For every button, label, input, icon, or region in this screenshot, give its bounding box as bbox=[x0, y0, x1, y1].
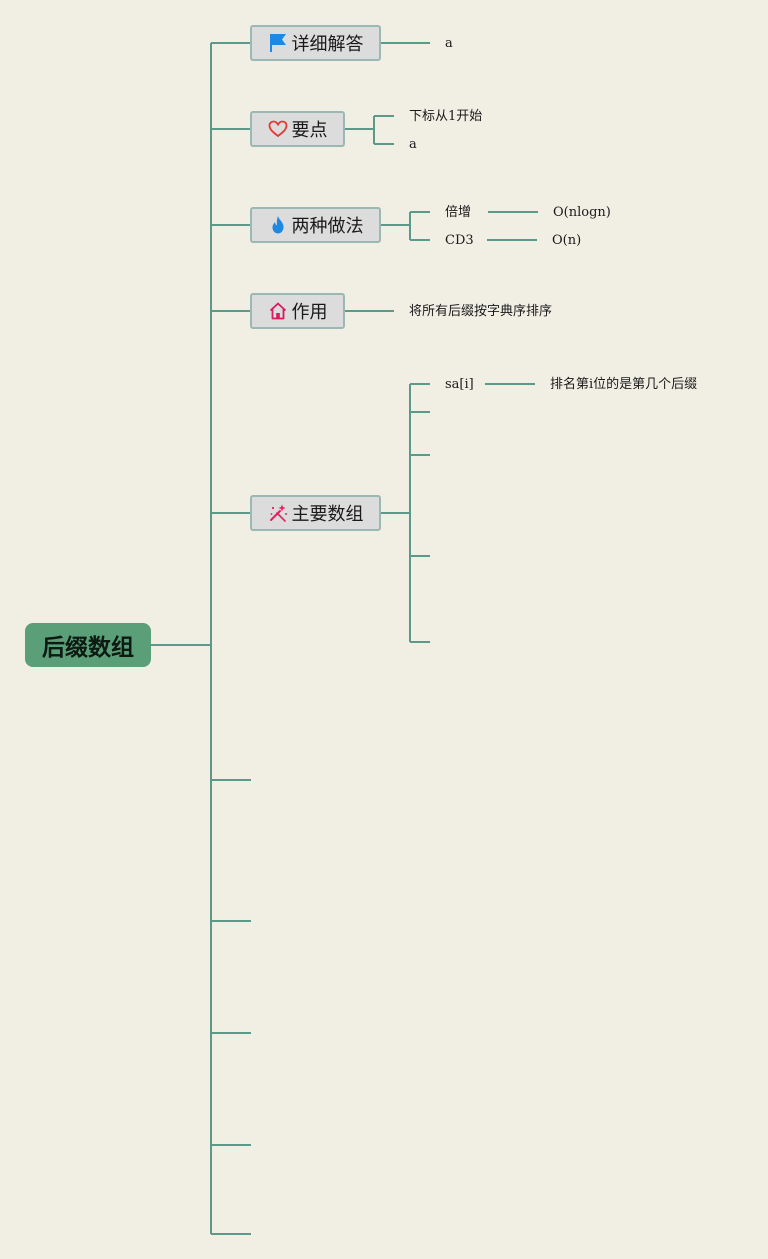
branch-node-label: 作用 bbox=[291, 302, 328, 323]
heart-icon bbox=[268, 120, 287, 138]
branch-node-detail[interactable]: 详细解答 bbox=[250, 25, 381, 61]
root-node[interactable]: 后缀数组 bbox=[25, 623, 151, 667]
flag-icon bbox=[269, 34, 286, 52]
branch-node-label: 主要数组 bbox=[291, 504, 364, 525]
leaf-node-sa[interactable]: sa[i] bbox=[445, 377, 474, 392]
leaf-node-sa-meaning[interactable]: 排名第i位的是第几个后缀 bbox=[550, 377, 698, 392]
flame-icon bbox=[272, 216, 283, 234]
branch-node-label: 两种做法 bbox=[291, 216, 364, 237]
leaf-node-cd3-complexity[interactable]: O(n) bbox=[552, 233, 582, 248]
branch-node-methods[interactable]: 两种做法 bbox=[250, 207, 381, 243]
branch-node-label: 要点 bbox=[291, 120, 328, 141]
leaf-node-points-a[interactable]: a bbox=[409, 137, 417, 152]
leaf-node-detail-a[interactable]: a bbox=[445, 36, 453, 51]
home-icon bbox=[269, 302, 286, 320]
leaf-node-cd3[interactable]: CD3 bbox=[445, 233, 474, 248]
branch-node-key-points[interactable]: 要点 bbox=[250, 111, 345, 147]
magic-wand-icon bbox=[269, 504, 287, 522]
root-node-label: 后缀数组 bbox=[42, 635, 134, 661]
branch-node-label: 详细解答 bbox=[291, 34, 364, 55]
leaf-node-usage-sort[interactable]: 将所有后缀按字典序排序 bbox=[409, 304, 553, 319]
branch-node-usage[interactable]: 作用 bbox=[250, 293, 345, 329]
branch-node-main-arrays[interactable]: 主要数组 bbox=[250, 495, 381, 531]
leaf-node-doubling[interactable]: 倍增 bbox=[445, 205, 472, 220]
leaf-node-index-start[interactable]: 下标从1开始 bbox=[409, 109, 483, 124]
leaf-node-doubling-complexity[interactable]: O(nlogn) bbox=[553, 205, 611, 220]
